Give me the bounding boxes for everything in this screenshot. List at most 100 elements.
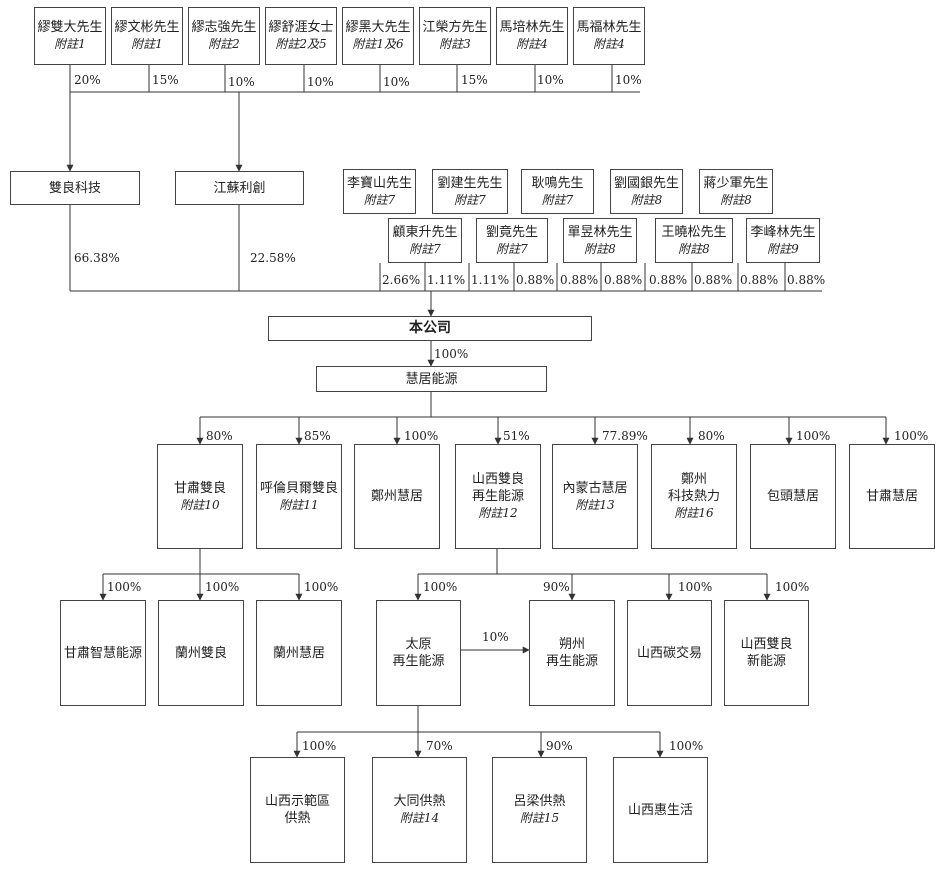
individual-note: 附註7 [541, 192, 574, 207]
shareholder-note: 附註4 [516, 37, 548, 51]
level3-box-shanxi-shuangliang: 山西雙良 再生能源 附註12 [455, 444, 541, 549]
individual-pct-8: 0.88% [694, 273, 733, 287]
individual-name: 李寶山先生 [346, 175, 412, 191]
shareholder-box-6: 江榮方先生 附註3 [419, 7, 491, 65]
level3-name: 呼倫貝爾雙良 [259, 480, 338, 496]
shareholder-name: 繆舒涯女士 [268, 20, 334, 35]
individual-name: 劉國銀先生 [613, 175, 679, 191]
individual-box-liu-jiansheng: 劉建生先生 附註7 [432, 169, 508, 214]
level5-box-shanxi-demo-heat: 山西示範區 供熱 [250, 757, 345, 863]
company-box: 本公司 [268, 316, 592, 341]
level5-box-shanxi-life: 山西惠生活 [613, 757, 708, 863]
shareholder-box-7: 馬培林先生 附註4 [496, 7, 568, 65]
level4-name: 甘肅智慧能源 [63, 645, 142, 661]
shareholder-name: 繆志強先生 [191, 20, 257, 35]
individual-name: 單昱林先生 [567, 224, 633, 240]
shareholder-note: 附註2 [208, 37, 240, 51]
level4-box-lanzhou-huiju: 蘭州慧居 [256, 600, 342, 706]
individual-name: 王曉松先生 [661, 224, 727, 240]
individual-name: 劉建生先生 [437, 175, 503, 191]
shareholder-pct-8: 10% [615, 73, 642, 87]
holdco-name: 江蘇利創 [213, 180, 266, 196]
individual-name: 李峰林先生 [750, 224, 816, 240]
level4-box-lanzhou-shuangliang: 蘭州雙良 [158, 600, 244, 706]
individual-box-wang-xiaosong: 王曉松先生 附註8 [655, 218, 733, 263]
level4-gansu-pct-3: 100% [304, 580, 339, 594]
level4-box-shuozhou: 朔州 再生能源 [529, 600, 615, 706]
level3-name: 甘肅雙良 [173, 480, 226, 496]
individual-box-li-fenglin: 李峰林先生 附註9 [746, 218, 820, 263]
level3-name: 鄭州慧居 [370, 489, 423, 504]
level3-note: 附註13 [575, 497, 615, 512]
shareholder-name: 江榮方先生 [422, 20, 488, 35]
shareholder-name: 繆文彬先生 [114, 20, 180, 35]
shareholder-box-1: 繆雙大先生 附註1 [34, 7, 106, 65]
level4-shanxi-pct-4: 100% [775, 580, 810, 594]
level5-pct-4: 100% [669, 739, 704, 753]
level4-name-line2: 再生能源 [545, 654, 598, 669]
holdco-box-jiangsu-lichuang: 江蘇利創 [175, 171, 304, 205]
shareholder-name: 馬培林先生 [499, 20, 565, 35]
shareholder-box-5: 繆黑大先生 附註1及6 [342, 7, 414, 65]
level3-name: 包頭慧居 [766, 489, 819, 504]
level3-note: 附註12 [478, 506, 518, 520]
huiju-box: 慧居能源 [316, 366, 547, 392]
level5-name-line2: 供熱 [284, 811, 311, 826]
shareholder-note: 附註1 [131, 37, 163, 51]
shareholder-note: 附註4 [593, 37, 625, 51]
level3-box-zhengzhou-heat: 鄭州 科技熱力 附註16 [651, 444, 737, 549]
level3-box-zhengzhou-huiju: 鄭州慧居 [354, 444, 440, 549]
level4-box-gansu-smart-energy: 甘肅智慧能源 [60, 600, 146, 706]
shareholder-pct-6: 15% [461, 73, 488, 87]
level3-note: 附註16 [674, 506, 714, 520]
level4-name: 朔州 [558, 637, 585, 652]
shareholder-pct-4: 10% [307, 75, 334, 89]
level3-name: 鄭州 [680, 472, 707, 487]
individual-pct-2: 1.11% [427, 273, 466, 287]
individual-pct-7: 0.88% [649, 273, 688, 287]
level3-box-gansu-shuangliang: 甘肅雙良 附註10 [157, 444, 243, 549]
shareholder-box-8: 馬福林先生 附註4 [573, 7, 645, 65]
level4-name: 山西雙良 [740, 637, 793, 652]
shareholder-name: 馬福林先生 [576, 20, 642, 35]
level4-name: 山西碳交易 [636, 645, 702, 661]
level3-name: 內蒙古慧居 [562, 480, 628, 496]
individual-name: 顧東升先生 [392, 224, 458, 240]
individual-name: 蔣少軍先生 [703, 175, 769, 191]
individual-name: 劉竟先生 [485, 224, 538, 240]
individual-pct-3: 1.11% [471, 273, 510, 287]
company-name: 本公司 [409, 320, 451, 336]
individual-box-gu-dongsheng: 顧東升先生 附註7 [388, 218, 462, 263]
level4-name: 蘭州慧居 [272, 645, 325, 661]
individual-pct-6: 0.88% [604, 273, 643, 287]
level5-pct-3: 90% [546, 739, 573, 753]
level3-box-hulunbuir: 呼倫貝爾雙良 附註11 [256, 444, 342, 549]
level4-gansu-pct-1: 100% [107, 580, 142, 594]
level5-box-datong-heat: 大同供熱 附註14 [372, 757, 467, 863]
individual-note: 附註7 [363, 192, 396, 207]
individual-pct-1: 2.66% [382, 273, 421, 287]
shareholder-name: 繆黑大先生 [345, 20, 411, 35]
level3-pct-8: 100% [894, 429, 929, 443]
level3-box-inner-mongolia: 內蒙古慧居 附註13 [552, 444, 638, 549]
individual-note: 附註8 [584, 241, 616, 256]
individual-name: 耿鳴先生 [531, 175, 584, 191]
level3-name: 甘肅慧居 [865, 489, 918, 504]
level5-pct-2: 70% [426, 739, 453, 753]
level4-name: 太原 [405, 637, 432, 652]
level3-name: 山西雙良 [471, 472, 524, 487]
holdco-pct-2: 22.58% [250, 251, 296, 265]
individual-note: 附註7 [496, 241, 528, 256]
shareholder-pct-3: 10% [228, 75, 255, 89]
level3-note: 附註10 [180, 497, 220, 512]
level4-box-shanxi-carbon: 山西碳交易 [627, 600, 712, 706]
level3-pct-6: 80% [698, 429, 725, 443]
level3-pct-7: 100% [796, 429, 831, 443]
shareholder-box-2: 繆文彬先生 附註1 [111, 7, 183, 65]
level5-pct-1: 100% [302, 739, 337, 753]
holdco-name: 雙良科技 [48, 180, 101, 196]
level4-name: 蘭州雙良 [174, 645, 227, 661]
shareholder-box-4: 繆舒涯女士 附註2及5 [265, 7, 337, 65]
